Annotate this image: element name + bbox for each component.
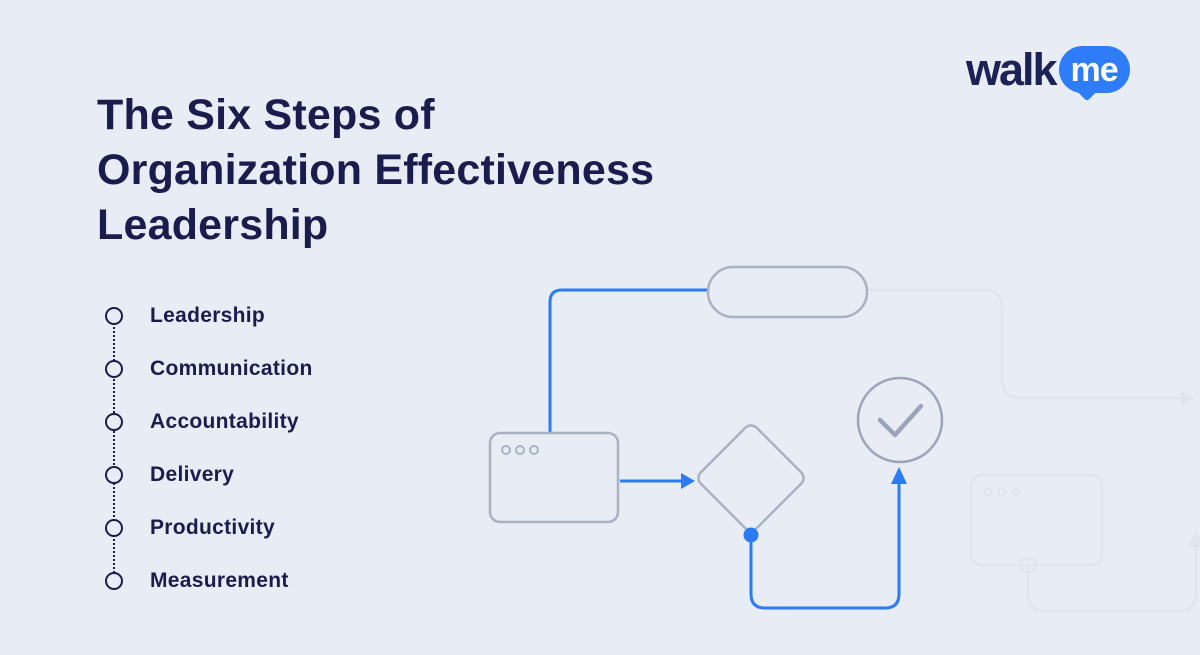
step-label: Communication (150, 356, 313, 380)
faint-arrowhead-up-icon (1188, 532, 1200, 547)
check-circle-node (856, 376, 944, 464)
steps-connector-dotted-line (113, 316, 115, 581)
step-label: Productivity (150, 515, 275, 539)
step-item: Leadership (105, 289, 425, 342)
step-label: Delivery (150, 462, 235, 486)
faint-arrowhead-right-icon (1181, 391, 1195, 405)
step-label: Leadership (150, 303, 266, 327)
step-label: Accountability (150, 409, 299, 433)
step-item: Accountability (105, 395, 425, 448)
logo-me-text: me (1070, 50, 1118, 89)
page-title: The Six Steps of Organization Effectiven… (97, 88, 654, 253)
title-line: Leadership (97, 201, 329, 249)
step-circle-icon (105, 359, 123, 378)
flow-connector-window-to-pill (548, 288, 707, 433)
step-item: Delivery (105, 448, 425, 501)
step-circle-icon (105, 412, 123, 431)
step-item: Communication (105, 342, 425, 395)
logo-walk-text: walk (966, 44, 1058, 95)
steps-list: Leadership Communication Accountability … (105, 289, 425, 607)
checkmark-icon (877, 403, 924, 438)
step-circle-icon (105, 306, 123, 325)
faint-browser-window-node (969, 473, 1104, 574)
title-line: The Six Steps of (97, 91, 435, 139)
step-item: Measurement (105, 554, 425, 607)
walkme-logo: walk me (966, 46, 1130, 93)
step-item: Productivity (105, 501, 425, 554)
decision-diamond-node (697, 424, 805, 532)
logo-speech-bubble-icon: me (1058, 46, 1130, 93)
step-circle-icon (105, 518, 123, 537)
blue-arrowhead-right-icon (681, 473, 695, 489)
blue-arrowhead-up-icon (891, 467, 907, 484)
pill-node (706, 265, 869, 319)
step-circle-icon (105, 571, 123, 590)
flow-junction-dot (743, 527, 759, 543)
faint-flow-line (867, 288, 1198, 613)
flow-connector-diamond-to-check (749, 484, 901, 610)
step-circle-icon (105, 465, 123, 484)
step-label: Measurement (150, 568, 289, 592)
browser-window-node (488, 431, 620, 524)
title-line: Organization Effectiveness (97, 146, 655, 194)
